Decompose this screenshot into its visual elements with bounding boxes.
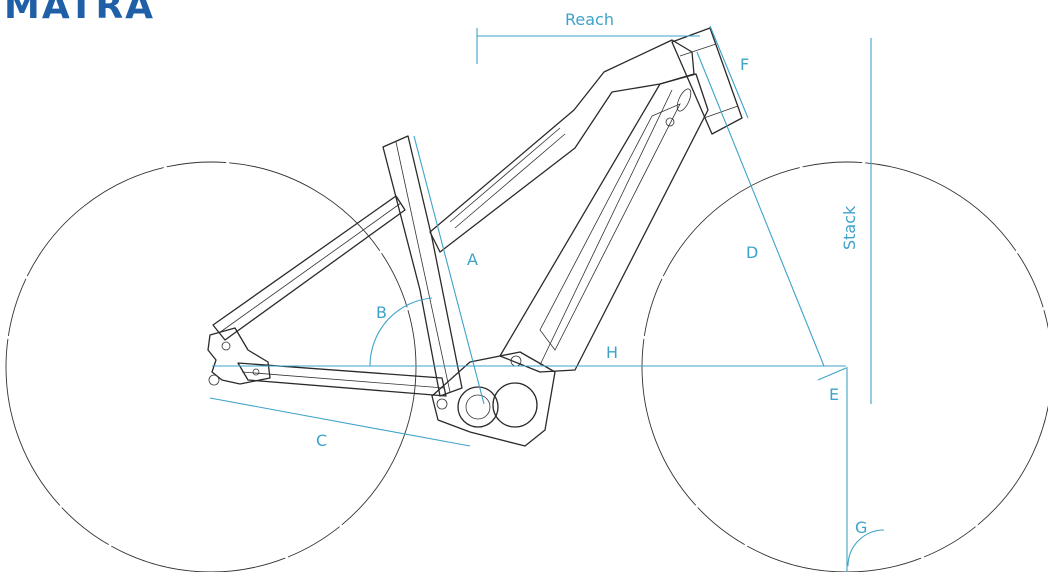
a-label: A [467, 250, 478, 269]
bottom-bracket [457, 386, 499, 428]
dimension-labels: Reach Stack A B C D E F G H [316, 10, 867, 537]
brand-logo: MATRA [4, 0, 155, 27]
reach-label: Reach [565, 10, 614, 29]
h-label: H [606, 343, 618, 362]
stack-label: Stack [840, 205, 859, 250]
e-marker [817, 367, 847, 381]
seat-tube [382, 135, 463, 397]
chain-stay [237, 362, 447, 397]
motor-cover [492, 382, 538, 428]
e-label: E [829, 385, 839, 404]
rear-dropout [207, 327, 271, 385]
bike-frame [207, 27, 743, 447]
front-wheel [641, 161, 1048, 572]
dimension-lines [209, 25, 885, 572]
f-line [709, 25, 749, 119]
g-angle [847, 529, 885, 567]
seat-stay [212, 195, 406, 341]
wheels [5, 161, 1048, 572]
b-label: B [376, 303, 387, 322]
b-angle [369, 297, 433, 367]
c-line [209, 397, 471, 447]
head-tube [671, 27, 743, 135]
c-label: C [316, 431, 327, 450]
top-tube [429, 39, 695, 253]
d-label: D [746, 243, 758, 262]
f-label: F [740, 55, 749, 74]
d-line [696, 51, 825, 367]
a-line [413, 135, 485, 405]
motor-housing [431, 351, 556, 447]
down-tube [499, 73, 709, 373]
g-label: G [855, 518, 867, 537]
rear-wheel [5, 161, 417, 572]
